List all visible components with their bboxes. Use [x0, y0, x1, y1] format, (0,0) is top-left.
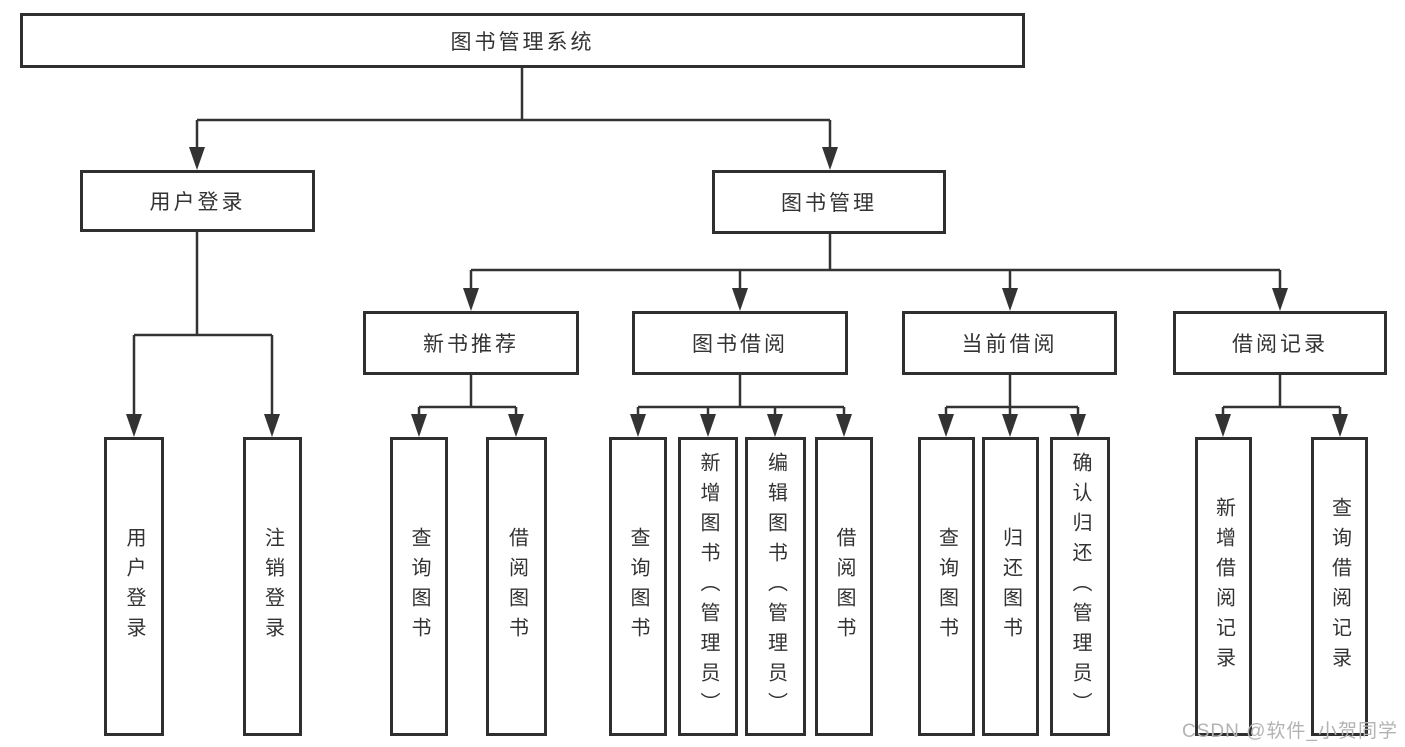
node-nbr-borrow-books-label: 借阅图书 [505, 526, 528, 647]
node-bb-add-books-admin: 新增图书（管理员） [678, 437, 738, 736]
node-br-add-record: 新增借阅记录 [1195, 437, 1252, 736]
node-borrow-record-label: 借阅记录 [1232, 333, 1328, 356]
node-br-query-record-label: 查询借阅记录 [1328, 496, 1351, 677]
node-user-login-leaf-label: 用户登录 [123, 526, 145, 647]
arrowhead [1332, 414, 1348, 437]
connector-borrow-record-branch [1221, 375, 1342, 415]
node-br-add-record-label: 新增借阅记录 [1212, 496, 1235, 677]
arrowhead [1002, 288, 1018, 311]
arrowhead [1002, 414, 1018, 437]
node-cb-confirm-return-admin-label: 确认归还（管理员） [1069, 451, 1091, 722]
arrowhead [1070, 414, 1086, 437]
node-nbr-query-books: 查询图书 [390, 437, 448, 736]
arrowheads [126, 147, 1348, 437]
node-current-borrow: 当前借阅 [902, 311, 1117, 375]
arrowhead [508, 414, 524, 437]
node-bb-borrow-books: 借阅图书 [815, 437, 873, 736]
node-book-mgmt: 图书管理 [712, 170, 946, 234]
connector-current-borrow-branch [944, 375, 1080, 415]
arrowhead [767, 414, 783, 437]
connector-user-login-branch [132, 232, 274, 415]
node-bb-edit-books-admin: 编辑图书（管理员） [745, 437, 806, 736]
arrowhead [822, 147, 838, 170]
node-root-label: 图书管理系统 [450, 30, 595, 54]
connector-new-book-rec-branch [417, 375, 518, 415]
node-cb-query-books-label: 查询图书 [935, 526, 958, 647]
arrowhead [1215, 414, 1231, 437]
connector-book-mgmt-branch [469, 234, 1282, 289]
node-book-borrow: 图书借阅 [632, 311, 848, 375]
node-logout-leaf-label: 注销登录 [261, 526, 284, 647]
node-nbr-query-books-label: 查询图书 [408, 526, 430, 647]
arrowhead [700, 414, 716, 437]
node-bb-add-books-admin-label: 新增图书（管理员） [697, 451, 719, 722]
node-logout-leaf: 注销登录 [243, 437, 302, 736]
node-cb-query-books: 查询图书 [918, 437, 975, 736]
arrowhead [189, 147, 205, 170]
node-br-query-record: 查询借阅记录 [1311, 437, 1368, 736]
arrowhead [732, 288, 748, 311]
node-nbr-borrow-books: 借阅图书 [486, 437, 547, 736]
node-new-book-rec: 新书推荐 [363, 311, 579, 375]
node-user-login: 用户登录 [80, 170, 315, 232]
csdn-watermark: CSDN @软件_小贺同学 [1182, 721, 1398, 742]
node-root: 图书管理系统 [20, 13, 1025, 68]
node-book-borrow-label: 图书借阅 [692, 333, 788, 356]
arrowhead [411, 414, 427, 437]
arrowhead [264, 414, 280, 437]
node-user-login-label: 用户登录 [149, 191, 246, 214]
node-bb-edit-books-admin-label: 编辑图书（管理员） [764, 451, 787, 722]
node-cb-return-books-label: 归还图书 [999, 526, 1022, 647]
node-cb-return-books: 归还图书 [982, 437, 1039, 736]
node-book-mgmt-label: 图书管理 [781, 192, 877, 215]
connector-book-borrow-branch [636, 375, 846, 415]
node-bb-query-books: 查询图书 [609, 437, 667, 736]
connector-lines [132, 68, 1342, 415]
node-borrow-record: 借阅记录 [1173, 311, 1387, 375]
connector-root-branch [195, 68, 832, 148]
arrowhead [938, 414, 954, 437]
arrowhead [1272, 288, 1288, 311]
arrowhead [630, 414, 646, 437]
node-bb-query-books-label: 查询图书 [627, 526, 649, 647]
node-user-login-leaf: 用户登录 [104, 437, 164, 736]
node-cb-confirm-return-admin: 确认归还（管理员） [1050, 437, 1110, 736]
node-new-book-rec-label: 新书推荐 [423, 333, 519, 356]
arrowhead [463, 288, 479, 311]
arrowhead [126, 414, 142, 437]
node-current-borrow-label: 当前借阅 [961, 333, 1058, 356]
node-bb-borrow-books-label: 借阅图书 [833, 526, 855, 647]
arrowhead [836, 414, 852, 437]
